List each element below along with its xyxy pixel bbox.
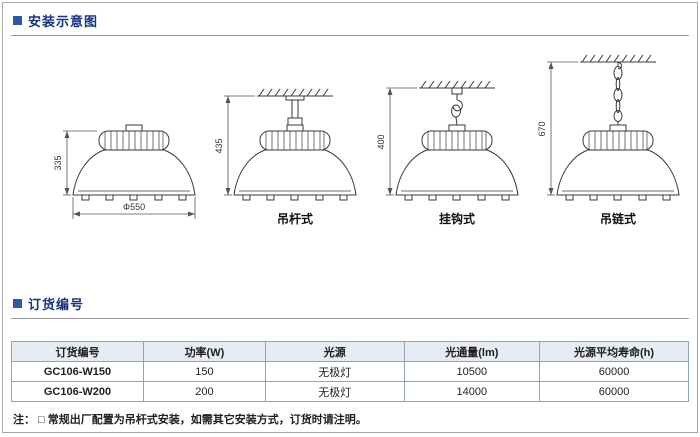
table-cell: 60000 bbox=[539, 361, 689, 382]
hook-mount bbox=[450, 87, 463, 126]
installation-diagrams: 335 Φ550 bbox=[11, 36, 689, 228]
section-install-header: 安装示意图 bbox=[11, 9, 689, 36]
table-header-cell: 光源平均寿命(h) bbox=[539, 341, 689, 362]
dim-arrow-icon bbox=[64, 188, 70, 195]
table-cell: 14000 bbox=[403, 381, 541, 402]
table-cell: 无极灯 bbox=[264, 381, 405, 402]
lamp-drawing bbox=[395, 124, 519, 201]
section-install-title: 安装示意图 bbox=[28, 14, 99, 29]
ceiling-hatch bbox=[579, 54, 657, 63]
table-header-cell: 光源 bbox=[264, 341, 405, 362]
lamp-drawing bbox=[233, 124, 357, 201]
dim-arrow-icon bbox=[188, 211, 195, 217]
table-header-row: 订货编号 功率(W) 光源 光通量(lm) 光源平均寿命(h) bbox=[11, 341, 689, 362]
dim-arrow-icon bbox=[548, 188, 554, 195]
table-cell: 10500 bbox=[403, 361, 541, 382]
diameter-dimension bbox=[72, 197, 196, 219]
lamp-drawing bbox=[556, 124, 680, 201]
table-cell-order-no: GC106-W150 bbox=[11, 361, 144, 382]
dim-arrow-icon bbox=[73, 211, 80, 217]
height-dim-label: 335 bbox=[53, 155, 63, 170]
diagram-basic-lamp: 335 Φ550 bbox=[53, 124, 196, 219]
mount-type-label: 挂钩式 bbox=[439, 211, 475, 226]
table-cell-order-no: GC106-W200 bbox=[11, 381, 144, 402]
dim-arrow-icon bbox=[225, 96, 231, 103]
table-cell: 200 bbox=[143, 381, 266, 402]
table-row: GC106-W150 150 无极灯 10500 60000 bbox=[11, 361, 689, 382]
table-header-cell: 光通量(lm) bbox=[403, 341, 541, 362]
section-order-title: 订货编号 bbox=[28, 297, 85, 312]
diagram-chain-mount: 670 吊链式 bbox=[537, 54, 680, 226]
lamp-drawing bbox=[72, 124, 196, 201]
rod-mount bbox=[285, 95, 305, 126]
chain-mount bbox=[613, 61, 623, 125]
table-cell: 60000 bbox=[539, 381, 689, 402]
dim-arrow-icon bbox=[225, 188, 231, 195]
table-cell: 150 bbox=[143, 361, 266, 382]
height-dim-label: 435 bbox=[214, 138, 224, 153]
ceiling-hatch bbox=[256, 88, 334, 97]
dim-arrow-icon bbox=[64, 131, 70, 138]
table-header-cell: 功率(W) bbox=[143, 341, 266, 362]
dim-arrow-icon bbox=[548, 62, 554, 69]
height-dim-label: 400 bbox=[376, 134, 386, 149]
diameter-dim-label: Φ550 bbox=[123, 202, 145, 212]
order-table: 订货编号 功率(W) 光源 光通量(lm) 光源平均寿命(h) GC106-W1… bbox=[11, 341, 689, 402]
table-cell: 无极灯 bbox=[264, 361, 405, 382]
section-bullet-icon bbox=[13, 299, 22, 308]
dim-arrow-icon bbox=[387, 188, 393, 195]
mount-type-label: 吊链式 bbox=[600, 211, 636, 226]
section-bullet-icon bbox=[13, 16, 22, 25]
table-header-cell: 订货编号 bbox=[11, 341, 144, 362]
section-order-header: 订货编号 bbox=[11, 292, 689, 319]
diagram-rod-mount: 435 吊杆式 bbox=[214, 88, 357, 226]
dim-arrow-icon bbox=[387, 88, 393, 95]
mount-type-label: 吊杆式 bbox=[277, 211, 313, 226]
diagram-hook-mount: 400 挂钩式 bbox=[376, 80, 519, 226]
height-dim-label: 670 bbox=[537, 121, 547, 136]
table-row: GC106-W200 200 无极灯 14000 60000 bbox=[11, 381, 689, 402]
ceiling-hatch bbox=[418, 80, 496, 89]
footnote: 注： □ 常规出厂配置为吊杆式安装，如需其它安装方式，订货时请注明。 bbox=[13, 414, 367, 426]
